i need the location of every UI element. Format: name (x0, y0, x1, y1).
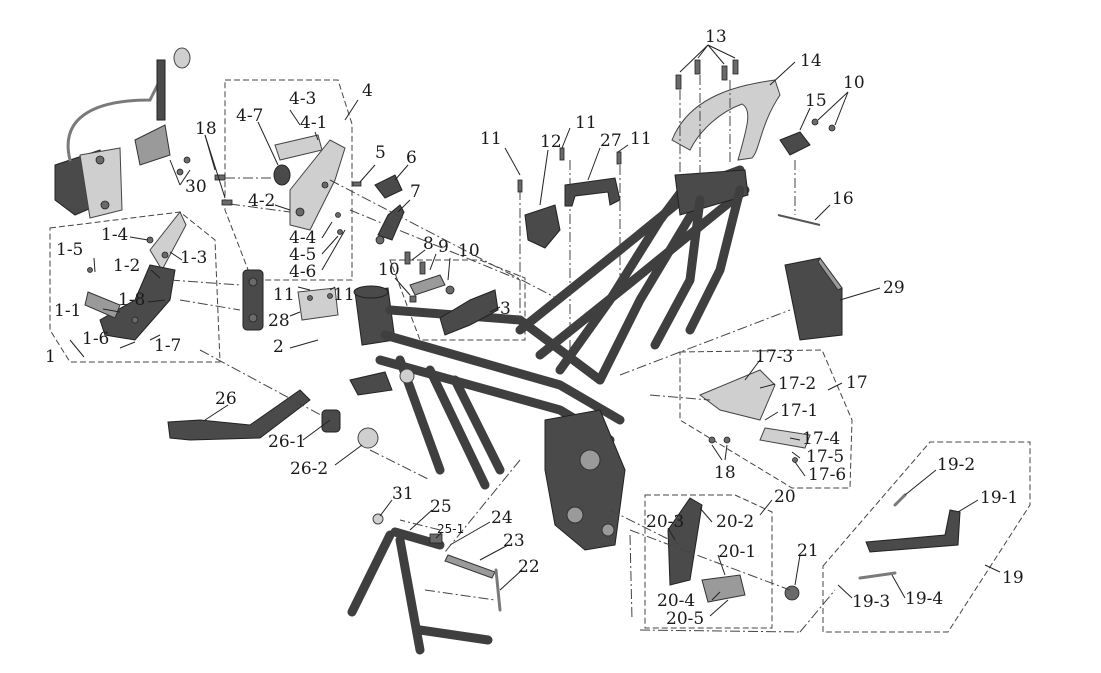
pin-spring-22-23 (444, 554, 502, 612)
label-25: 25 (430, 497, 452, 517)
label-4-4: 4-4 (289, 228, 316, 248)
assembly-centerlines (169, 75, 836, 633)
label-31: 31 (392, 484, 414, 504)
label-17-5: 17-5 (806, 447, 844, 467)
label-1-7: 1-7 (154, 336, 181, 356)
label-7: 7 (410, 182, 421, 202)
label-11-c: 11 (630, 129, 652, 149)
label-10-left: 10 (378, 260, 400, 280)
label-21: 21 (797, 541, 819, 561)
label-18-lower: 18 (714, 463, 736, 483)
label-12: 12 (540, 132, 562, 152)
label-17-1: 17-1 (780, 401, 818, 421)
label-30: 30 (185, 177, 207, 197)
label-26-1: 26-1 (268, 432, 306, 452)
label-1-8: 1-8 (118, 290, 145, 310)
label-17: 17 (846, 373, 868, 393)
label-10-mid: 10 (458, 241, 480, 261)
label-13: 13 (705, 27, 727, 47)
bracket-15 (779, 118, 836, 156)
callout-labels: 1 1-1 1-2 1-3 1-4 1-5 1-6 1-7 1-8 2 3 4 … (45, 27, 1024, 629)
label-17-3: 17-3 (755, 347, 793, 367)
main-stand-25 (347, 513, 493, 655)
small-brackets-5-6-7 (352, 174, 405, 245)
label-19-2: 19-2 (937, 455, 975, 475)
label-2: 2 (273, 337, 284, 357)
battery-box-29 (784, 257, 843, 341)
label-1-5: 1-5 (56, 240, 83, 260)
right-footrest-bracket (273, 134, 346, 235)
label-17-6: 17-6 (808, 465, 846, 485)
label-22: 22 (518, 557, 540, 577)
label-24: 24 (491, 508, 513, 528)
label-23: 23 (503, 531, 525, 551)
label-25-1: 25-1 (437, 522, 464, 536)
label-17-4: 17-4 (802, 429, 840, 449)
label-1-4: 1-4 (101, 225, 128, 245)
label-28: 28 (268, 311, 290, 331)
label-20-1: 20-1 (718, 542, 756, 562)
group-3-outline (389, 259, 526, 341)
label-26-2: 26-2 (290, 459, 328, 479)
label-20-5: 20-5 (666, 609, 704, 629)
shift-lever-26 (167, 389, 379, 449)
label-15: 15 (805, 91, 827, 111)
label-4-1: 4-1 (300, 113, 327, 133)
label-4-2: 4-2 (248, 191, 275, 211)
rod-16 (777, 214, 821, 226)
plate-28 (297, 287, 339, 321)
left-footrest-bracket (84, 211, 187, 341)
label-18-upper: 18 (195, 119, 217, 139)
label-20-4: 20-4 (657, 591, 695, 611)
leader-lines (69, 44, 1001, 617)
label-5: 5 (375, 143, 386, 163)
label-19: 19 (1002, 568, 1024, 588)
label-4-6: 4-6 (289, 262, 316, 282)
side-stand-19 (858, 493, 961, 580)
label-4-7: 4-7 (236, 106, 263, 126)
label-20-3: 20-3 (646, 512, 684, 532)
label-1-2: 1-2 (113, 256, 140, 276)
rear-brake-assembly (54, 47, 191, 219)
label-20: 20 (774, 487, 796, 507)
label-8: 8 (423, 234, 434, 254)
label-1: 1 (45, 347, 56, 367)
label-16: 16 (832, 189, 854, 209)
brake-linkage-18 (214, 174, 264, 331)
label-19-4: 19-4 (905, 589, 943, 609)
label-19-1: 19-1 (980, 488, 1018, 508)
label-14: 14 (800, 51, 822, 71)
label-9: 9 (438, 237, 449, 257)
label-19-3: 19-3 (852, 592, 890, 612)
main-frame (349, 165, 750, 551)
brackets-12-27 (517, 147, 622, 249)
label-29: 29 (883, 278, 905, 298)
group-20-outline (644, 494, 773, 629)
label-1-1: 1-1 (54, 301, 81, 321)
label-17-2: 17-2 (778, 374, 816, 394)
label-1-3: 1-3 (180, 248, 207, 268)
label-11-d: 11 (273, 285, 295, 305)
label-20-2: 20-2 (716, 512, 754, 532)
clips-8-9-10 (404, 251, 455, 303)
label-11-a: 11 (480, 129, 502, 149)
label-1-6: 1-6 (82, 329, 109, 349)
label-11-e: 11 (333, 285, 355, 305)
bracket-3 (439, 289, 499, 336)
label-26: 26 (215, 389, 237, 409)
rear-grab-rail (671, 59, 781, 161)
group-4-outline (224, 79, 353, 281)
label-3: 3 (500, 299, 511, 319)
group-19-outline (822, 441, 1031, 633)
label-4-5: 4-5 (289, 245, 316, 265)
label-4: 4 (362, 81, 373, 101)
label-6: 6 (406, 148, 417, 168)
label-27: 27 (600, 131, 622, 151)
label-10-right: 10 (843, 73, 865, 93)
label-4-3: 4-3 (289, 89, 316, 109)
label-11-b: 11 (575, 113, 597, 133)
